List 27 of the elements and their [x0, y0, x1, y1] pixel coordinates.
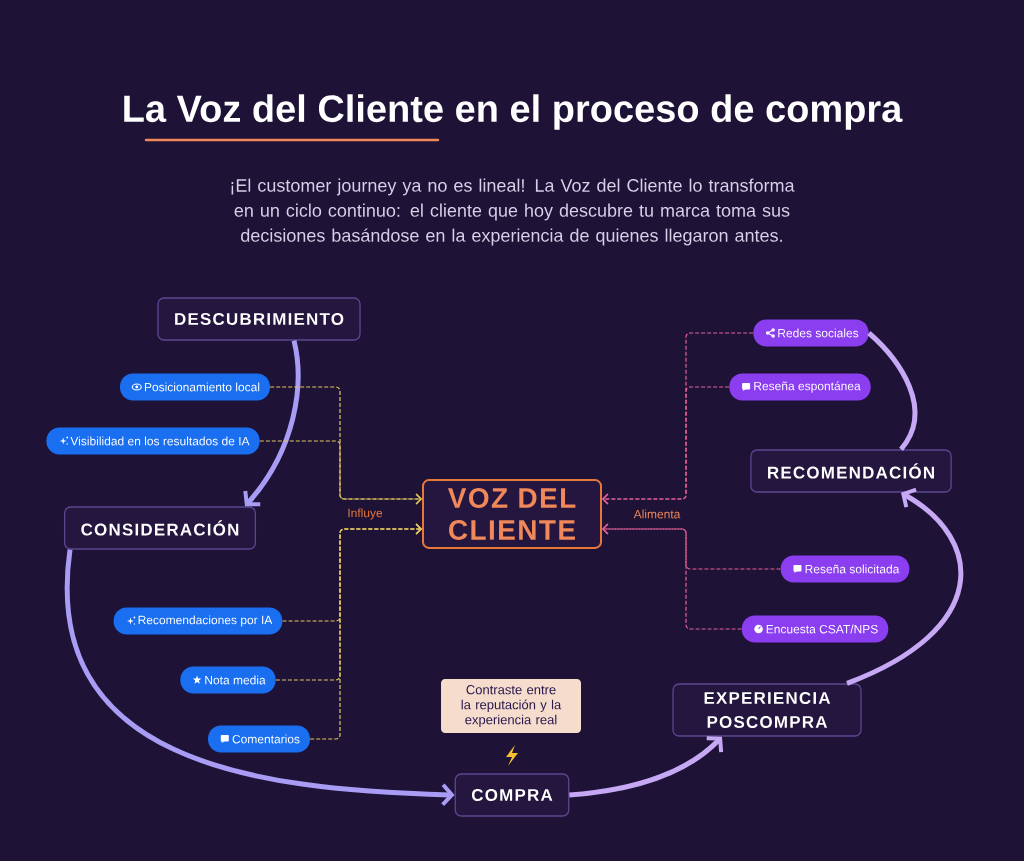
central-box: VOZ DEL CLIENTE	[422, 479, 602, 549]
connector-label: Alimenta	[633, 509, 681, 519]
connector	[309, 523, 422, 740]
connector	[602, 523, 743, 630]
connector-label: Influye	[348, 508, 383, 520]
connector	[259, 440, 422, 505]
factor-pill: Visibilidad en los resultados de IA	[46, 427, 260, 455]
stage-box: CONSIDERACIÓN	[63, 506, 257, 550]
source-pill: Reseña solicitada	[780, 555, 910, 583]
factor-pill: Posicionamiento local	[119, 373, 271, 401]
stage-box: EXPERIENCIA POSCOMPRA	[672, 683, 862, 737]
stage-box: COMPRA	[454, 773, 570, 817]
stage-box: RECOMENDACIÓN	[750, 449, 952, 493]
factor-pill: Nota media	[180, 666, 276, 694]
flow-arrow	[569, 736, 724, 798]
source-pill: Redes sociales	[753, 319, 869, 347]
stage-box: DESCUBRIMIENTO	[157, 297, 361, 341]
intro-text: ¡El customer journey ya no es lineal! La Voz del Cliente lo transforma en un ciclo continuo: el cliente que hoy descubre tu marca toma sus decisiones basándose en la experiencia de quienes llegaron antes.	[231, 178, 795, 246]
source-pill: Encuesta CSAT/NPS	[741, 615, 889, 643]
connector	[602, 386, 730, 505]
flow-arrow	[846, 487, 964, 686]
flow-arrow	[243, 340, 301, 507]
flow-arrow	[65, 549, 455, 807]
title: La Voz del Cliente en el proceso de compra	[124, 94, 903, 130]
note-box: Contraste entre la reputación y la experiencia real	[441, 679, 581, 733]
factor-pill: Recomendaciones por IA	[113, 607, 283, 635]
source-pill: Reseña espontánea	[729, 373, 871, 401]
